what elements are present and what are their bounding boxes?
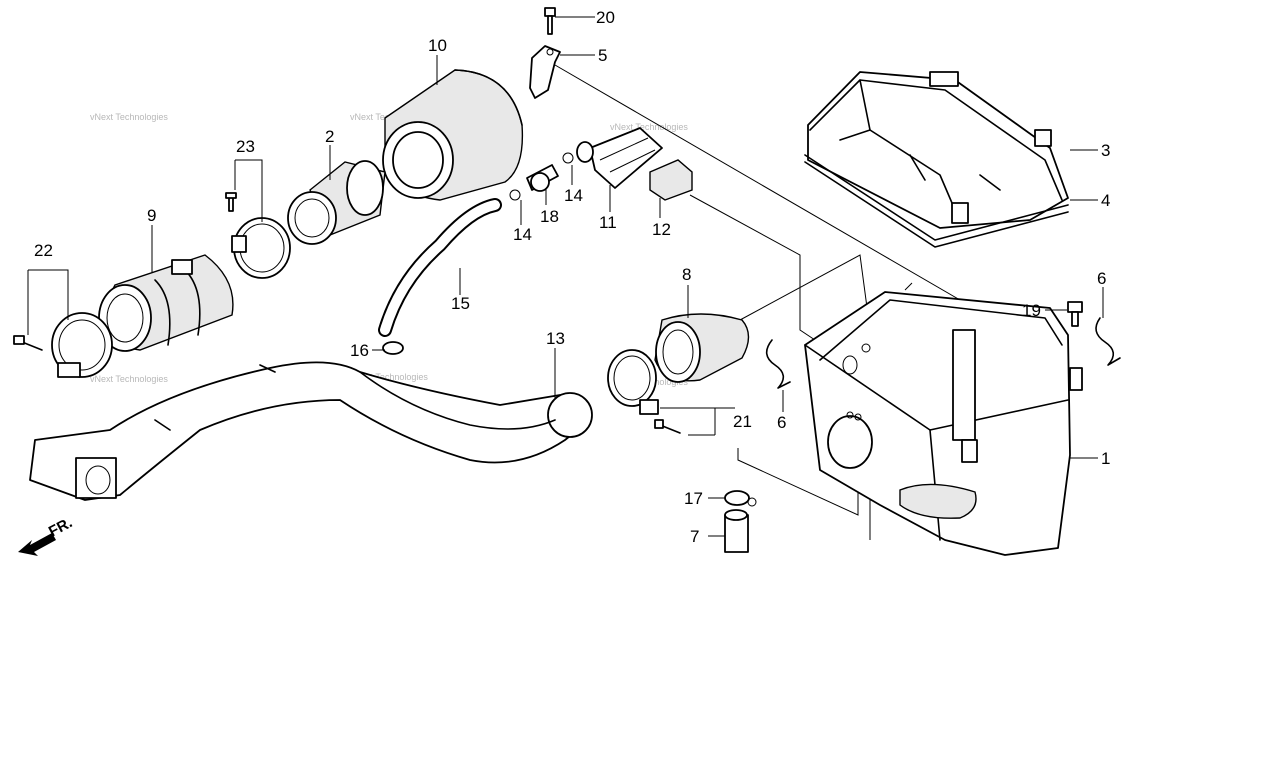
label-part-15: 15 — [451, 294, 470, 313]
part-23-band — [225, 192, 291, 279]
label-part-12: 12 — [652, 220, 671, 239]
label-part-14-left: 14 — [513, 225, 532, 244]
part-19-bolt — [1067, 301, 1083, 327]
label-part-6-right: 6 — [1097, 269, 1106, 288]
part-13-air-duct — [29, 361, 593, 501]
part-1-air-cleaner-case — [804, 282, 1083, 556]
part-22-band — [13, 312, 113, 378]
part-10-element — [382, 69, 524, 201]
part-5-stay — [529, 45, 561, 99]
part-12-foam — [649, 159, 693, 201]
label-part-11: 11 — [599, 213, 617, 232]
part-18-joint — [526, 164, 559, 192]
front-direction-indicator: FR. — [18, 514, 75, 556]
label-part-20: 20 — [596, 8, 615, 27]
watermark: vNext Technologies — [90, 374, 168, 384]
label-part-2: 2 — [325, 127, 334, 146]
part-15-hose — [378, 198, 502, 337]
label-part-9: 9 — [147, 206, 156, 225]
part-17-clip — [724, 490, 757, 507]
label-part-18: 18 — [540, 207, 559, 226]
part-8-tube — [654, 313, 750, 383]
part-4-gasket — [804, 154, 1069, 248]
label-part-13: 13 — [546, 329, 565, 348]
label-part-4: 4 — [1101, 191, 1110, 210]
label-part-23: 23 — [236, 137, 255, 156]
part-11-breather — [576, 127, 663, 189]
front-arrow-icon — [18, 533, 56, 556]
label-part-8: 8 — [682, 265, 691, 284]
label-part-1: 1 — [1101, 449, 1110, 468]
part-20-bolt — [544, 7, 556, 35]
part-7-drain-tube — [724, 509, 749, 553]
label-part-17: 17 — [684, 489, 703, 508]
part-9-connecting-tube — [98, 254, 234, 352]
part-2-protector — [287, 160, 386, 245]
label-part-14-right: 14 — [564, 186, 583, 205]
watermark: vNext Technologies — [90, 112, 168, 122]
part-6-clamps — [765, 317, 1121, 389]
watermark: vNext Technologies — [610, 122, 688, 132]
label-part-7: 7 — [690, 527, 699, 546]
label-part-19: 19 — [1022, 301, 1041, 320]
part-3-air-cleaner-cover — [807, 71, 1069, 229]
label-part-3: 3 — [1101, 141, 1110, 160]
leader-lines — [27, 16, 1104, 537]
label-part-6-left: 6 — [777, 413, 786, 432]
label-part-10: 10 — [428, 36, 447, 55]
part-16-clip — [382, 341, 404, 355]
label-part-22: 22 — [34, 241, 53, 260]
label-part-5: 5 — [598, 46, 607, 65]
part-14-clips — [509, 152, 574, 201]
part-labels: 20 5 10 2 23 9 22 3 4 6 19 1 14 14 18 11… — [34, 8, 1110, 546]
watermark: vNext Technologies — [350, 372, 428, 382]
part-21-band — [607, 349, 681, 434]
label-part-16: 16 — [350, 341, 369, 360]
label-part-21: 21 — [733, 412, 752, 431]
